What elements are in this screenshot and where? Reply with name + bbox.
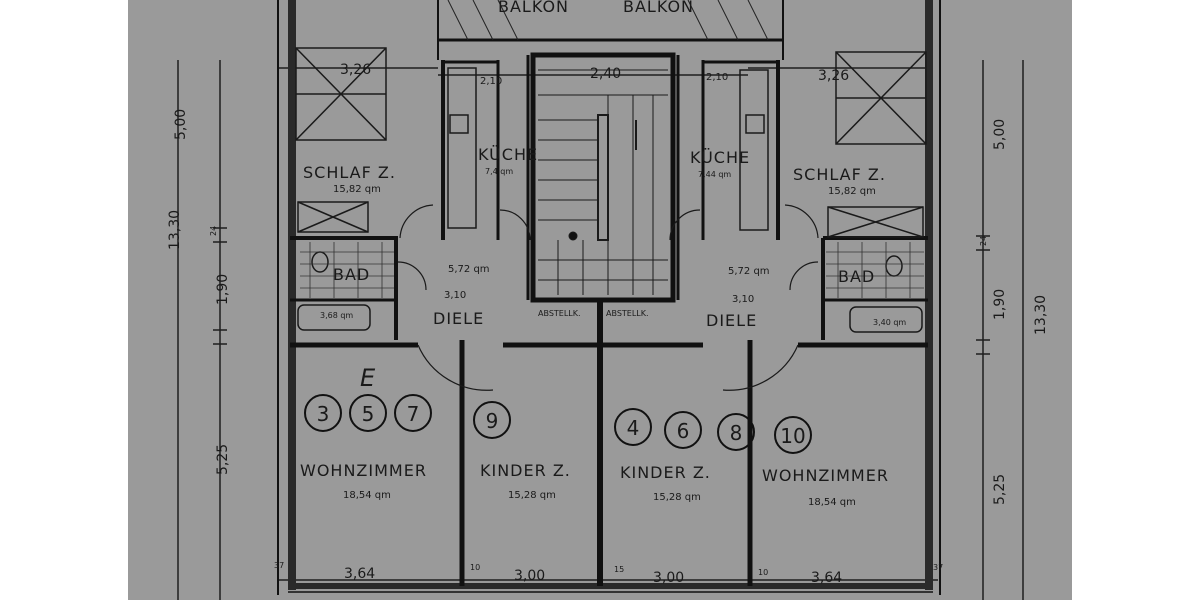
hall-left-area: 5,72 qm xyxy=(448,264,490,275)
living-right-label: WOHNZIMMER xyxy=(762,466,889,485)
dim-bedroom-right: 3,26 xyxy=(818,68,849,84)
floor-plan-sheet: BALKON BALKON SCHLAF Z. 15,82 qm SCHLAF … xyxy=(128,0,1072,600)
dim-wall-37-right: 37 xyxy=(933,563,943,572)
dim-kitchen-right: 2,10 xyxy=(706,72,728,83)
bath-left-label: BAD xyxy=(333,265,370,284)
unit-number: 10 xyxy=(780,424,805,448)
dim-wall-24-right: 24 xyxy=(979,236,988,246)
staircase xyxy=(538,69,668,295)
furniture xyxy=(295,47,927,333)
floor-plan-drawing: BALKON BALKON SCHLAF Z. 15,82 qm SCHLAF … xyxy=(167,0,1049,600)
dim-overall-right: 13,30 xyxy=(1033,295,1049,335)
unit-number: 9 xyxy=(486,409,499,433)
child-left-area: 15,28 qm xyxy=(508,490,556,501)
bath-right-label: BAD xyxy=(838,267,875,286)
dim-hall-left: 3,10 xyxy=(444,290,466,301)
dimension-lines xyxy=(177,60,1024,600)
hall-right-area: 5,72 qm xyxy=(728,266,770,277)
bath-tiles xyxy=(300,242,924,298)
dim-bottom-right: 3,64 xyxy=(811,570,842,586)
child-right-area: 15,28 qm xyxy=(653,492,701,503)
balcony-hatch xyxy=(447,0,769,41)
balcony-left-label: BALKON xyxy=(498,0,569,16)
dim-side-right-mid: 1,90 xyxy=(992,289,1008,320)
dim-wall-24-left: 24 xyxy=(209,226,218,236)
dim-wall-10-right: 10 xyxy=(758,568,768,577)
dim-overall-left: 13,30 xyxy=(167,210,183,250)
bath-right-area: 3,40 qm xyxy=(873,318,906,327)
bath-left-area: 3,68 qm xyxy=(320,311,353,320)
dim-stair: 2,40 xyxy=(590,66,621,82)
unit-number: 7 xyxy=(407,402,420,426)
unit-number: 6 xyxy=(677,419,690,443)
bedroom-right-area: 15,82 qm xyxy=(828,186,876,197)
kitchen-left-label: KÜCHE xyxy=(478,145,538,164)
dim-side-left-mid: 1,90 xyxy=(215,274,231,305)
unit-numbers: 3 5 7 9 4 6 8 10 xyxy=(317,402,806,448)
kitchen-right-label: KÜCHE xyxy=(690,148,750,167)
unit-number: 8 xyxy=(730,421,743,445)
dim-bedroom-left: 3,26 xyxy=(340,62,371,78)
hall-left-label: DIELE xyxy=(433,309,484,328)
dim-bottom-left: 3,64 xyxy=(344,566,375,582)
unit-number: 4 xyxy=(627,416,640,440)
bedroom-left-area: 15,82 qm xyxy=(333,184,381,195)
dim-side-right-bottom: 5,25 xyxy=(992,474,1008,505)
bedroom-right-label: SCHLAF Z. xyxy=(793,165,886,184)
dim-side-left-bottom: 5,25 xyxy=(215,444,231,475)
dim-side-left-top: 5,00 xyxy=(173,109,189,140)
storage-right-label: ABSTELLK. xyxy=(606,309,649,318)
living-left-label: WOHNZIMMER xyxy=(300,461,427,480)
walls xyxy=(277,0,941,595)
storage-left-label: ABSTELLK. xyxy=(538,309,581,318)
dim-bottom-mid-right: 3,00 xyxy=(653,570,684,586)
bedroom-left-label: SCHLAF Z. xyxy=(303,163,396,182)
child-right-label: KINDER Z. xyxy=(620,463,711,482)
dim-kitchen-left: 2,10 xyxy=(480,76,502,87)
dim-wall-37-left: 37 xyxy=(274,561,284,570)
door-swings xyxy=(397,204,819,391)
kitchen-right-area: 7,44 qm xyxy=(698,170,731,179)
balcony-right-label: BALKON xyxy=(623,0,694,16)
kitchen-left-area: 7,4 qm xyxy=(485,167,513,176)
handwritten-e: E xyxy=(360,364,376,392)
dim-side-right-top: 5,00 xyxy=(992,119,1008,150)
unit-number: 3 xyxy=(317,402,330,426)
living-right-area: 18,54 qm xyxy=(808,497,856,508)
child-left-label: KINDER Z. xyxy=(480,461,571,480)
living-left-area: 18,54 qm xyxy=(343,490,391,501)
dim-wall-15: 15 xyxy=(614,565,624,574)
dim-bottom-mid-left: 3,00 xyxy=(514,568,545,584)
unit-number-circles xyxy=(304,394,812,454)
hall-right-label: DIELE xyxy=(706,311,757,330)
dim-wall-10-left: 10 xyxy=(470,563,480,572)
dim-hall-right: 3,10 xyxy=(732,294,754,305)
unit-number: 5 xyxy=(362,402,375,426)
